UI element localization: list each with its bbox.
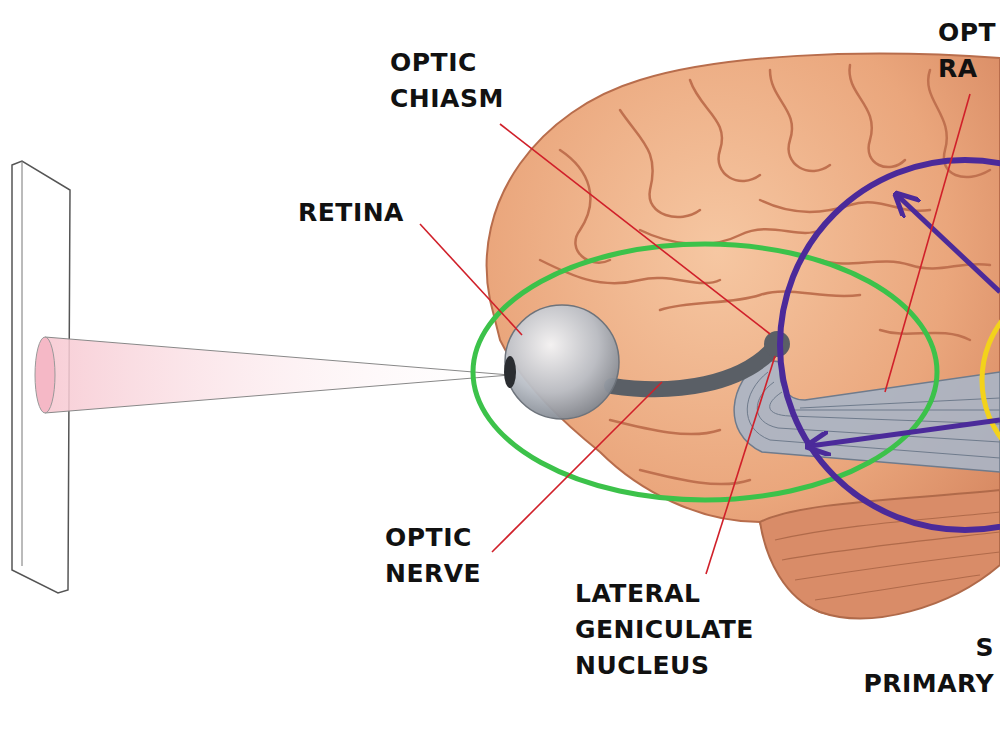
highlight-ellipse bbox=[473, 244, 937, 500]
highlight-ring bbox=[982, 282, 1000, 478]
sulcus bbox=[620, 110, 700, 217]
sulcus bbox=[560, 150, 610, 263]
optic-nerve bbox=[612, 352, 770, 389]
sulcus bbox=[770, 70, 830, 171]
sulcus bbox=[850, 65, 905, 167]
sulcus bbox=[690, 80, 760, 181]
optic-radiation bbox=[734, 360, 1000, 472]
leader-line bbox=[420, 224, 522, 335]
callout-label: OPTIC CHIASM bbox=[390, 45, 540, 117]
folium bbox=[815, 575, 980, 600]
screen-edge bbox=[22, 161, 23, 566]
callout-label: OPTIC NERVE bbox=[385, 520, 505, 592]
leader-line bbox=[885, 94, 970, 392]
image-spot bbox=[35, 337, 55, 413]
sulcus bbox=[660, 291, 860, 310]
pupil bbox=[504, 356, 516, 388]
eyeball bbox=[505, 305, 619, 419]
flow-arrow bbox=[810, 420, 1000, 446]
fibre bbox=[800, 398, 1000, 408]
fibre bbox=[795, 410, 1000, 411]
sulcus bbox=[610, 420, 720, 434]
sulcus bbox=[640, 470, 750, 484]
flow-arrow bbox=[898, 196, 1000, 292]
folium bbox=[795, 552, 1000, 580]
leader-line bbox=[500, 124, 770, 334]
callout-label: LATERAL GENICULATE NUCLEUS bbox=[575, 576, 790, 684]
leader-lines bbox=[420, 94, 970, 574]
brain bbox=[487, 54, 1000, 618]
sulcus bbox=[640, 229, 820, 244]
callout-label: RETINA bbox=[298, 195, 438, 231]
cerebellum-folia bbox=[775, 512, 1000, 600]
fibre bbox=[770, 392, 1000, 424]
highlight-circle bbox=[780, 160, 1000, 530]
callout-label: OPT RA bbox=[938, 15, 996, 87]
light-cone bbox=[45, 337, 510, 413]
callout-label: S PRIMARY bbox=[858, 630, 994, 702]
leader-line bbox=[492, 382, 662, 552]
leader-line bbox=[706, 356, 775, 574]
optic-chiasm bbox=[764, 331, 790, 357]
